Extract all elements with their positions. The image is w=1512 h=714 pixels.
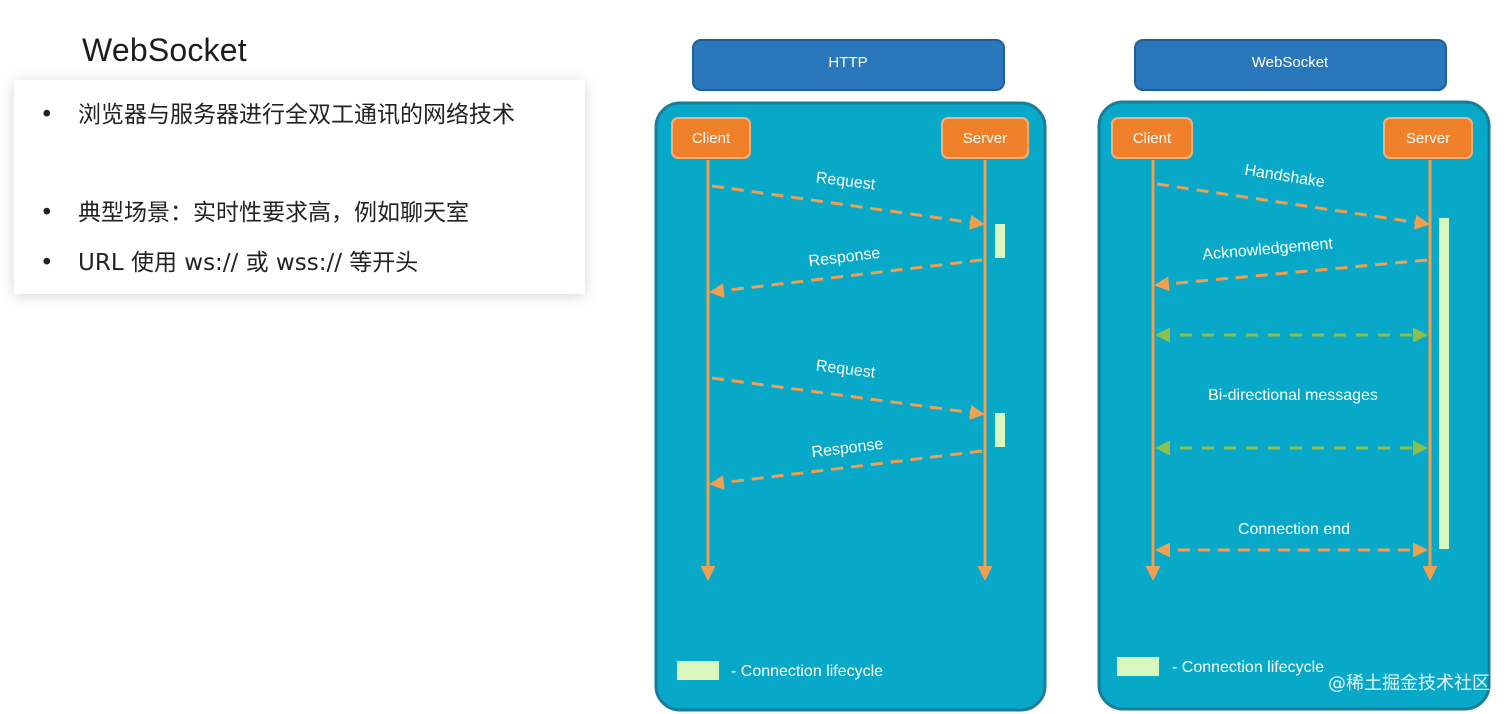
http-response-arrow-1 [709, 258, 983, 299]
http-request-arrow-2 [711, 376, 985, 420]
http-request-arrow-1 [711, 184, 985, 230]
ws-handshake-arrow [1156, 182, 1430, 230]
ws-server-label: Server [1406, 130, 1450, 147]
http-client-box [671, 117, 751, 159]
watermark: @稀土掘金技术社区 [1328, 673, 1490, 694]
http-connection-bar-2 [995, 413, 1005, 447]
ws-client-label: Client [1133, 130, 1172, 147]
http-server-label: Server [963, 130, 1007, 147]
ws-header-box [1134, 39, 1447, 91]
ws-connection-end-label: Connection end [1238, 521, 1350, 538]
bullet-marker: • [40, 200, 54, 226]
bullet-marker: • [40, 250, 54, 276]
slide-title: WebSocket [82, 32, 247, 68]
http-legend-swatch [677, 661, 719, 680]
http-server-box [941, 117, 1029, 159]
http-response-arrow-2 [709, 449, 983, 490]
bullet-card: • 浏览器与服务器进行全双工通讯的网络技术 • 典型场景：实时性要求高，例如聊天… [14, 80, 585, 294]
ws-client-box [1111, 117, 1193, 159]
http-diagram: HTTP Client Server Request Response Requ… [654, 39, 1047, 712]
bullet-marker: • [40, 102, 54, 128]
http-header-label: HTTP [828, 54, 867, 71]
bullet-text-2: 典型场景：实时性要求高，例如聊天室 [78, 200, 469, 226]
bullet-text-3: URL 使用 ws:// 或 wss:// 等开头 [78, 250, 419, 276]
websocket-diagram: WebSocket Client Server Handshake Acknow… [1097, 39, 1491, 711]
http-header-box [692, 39, 1005, 91]
ws-legend-label: - Connection lifecycle [1172, 659, 1324, 676]
http-panel [654, 101, 1047, 712]
ws-ack-arrow [1154, 258, 1428, 292]
ws-bidirectional-label: Bi-directional messages [1208, 387, 1378, 404]
http-client-label: Client [692, 130, 731, 147]
ws-header-label: WebSocket [1252, 54, 1329, 71]
http-legend-label: - Connection lifecycle [731, 663, 883, 680]
ws-legend-swatch [1117, 657, 1159, 676]
ws-server-box [1383, 117, 1473, 159]
ws-connection-bar [1439, 218, 1449, 549]
http-connection-bar-1 [995, 224, 1005, 258]
bullet-text-1: 浏览器与服务器进行全双工通讯的网络技术 [78, 102, 515, 128]
